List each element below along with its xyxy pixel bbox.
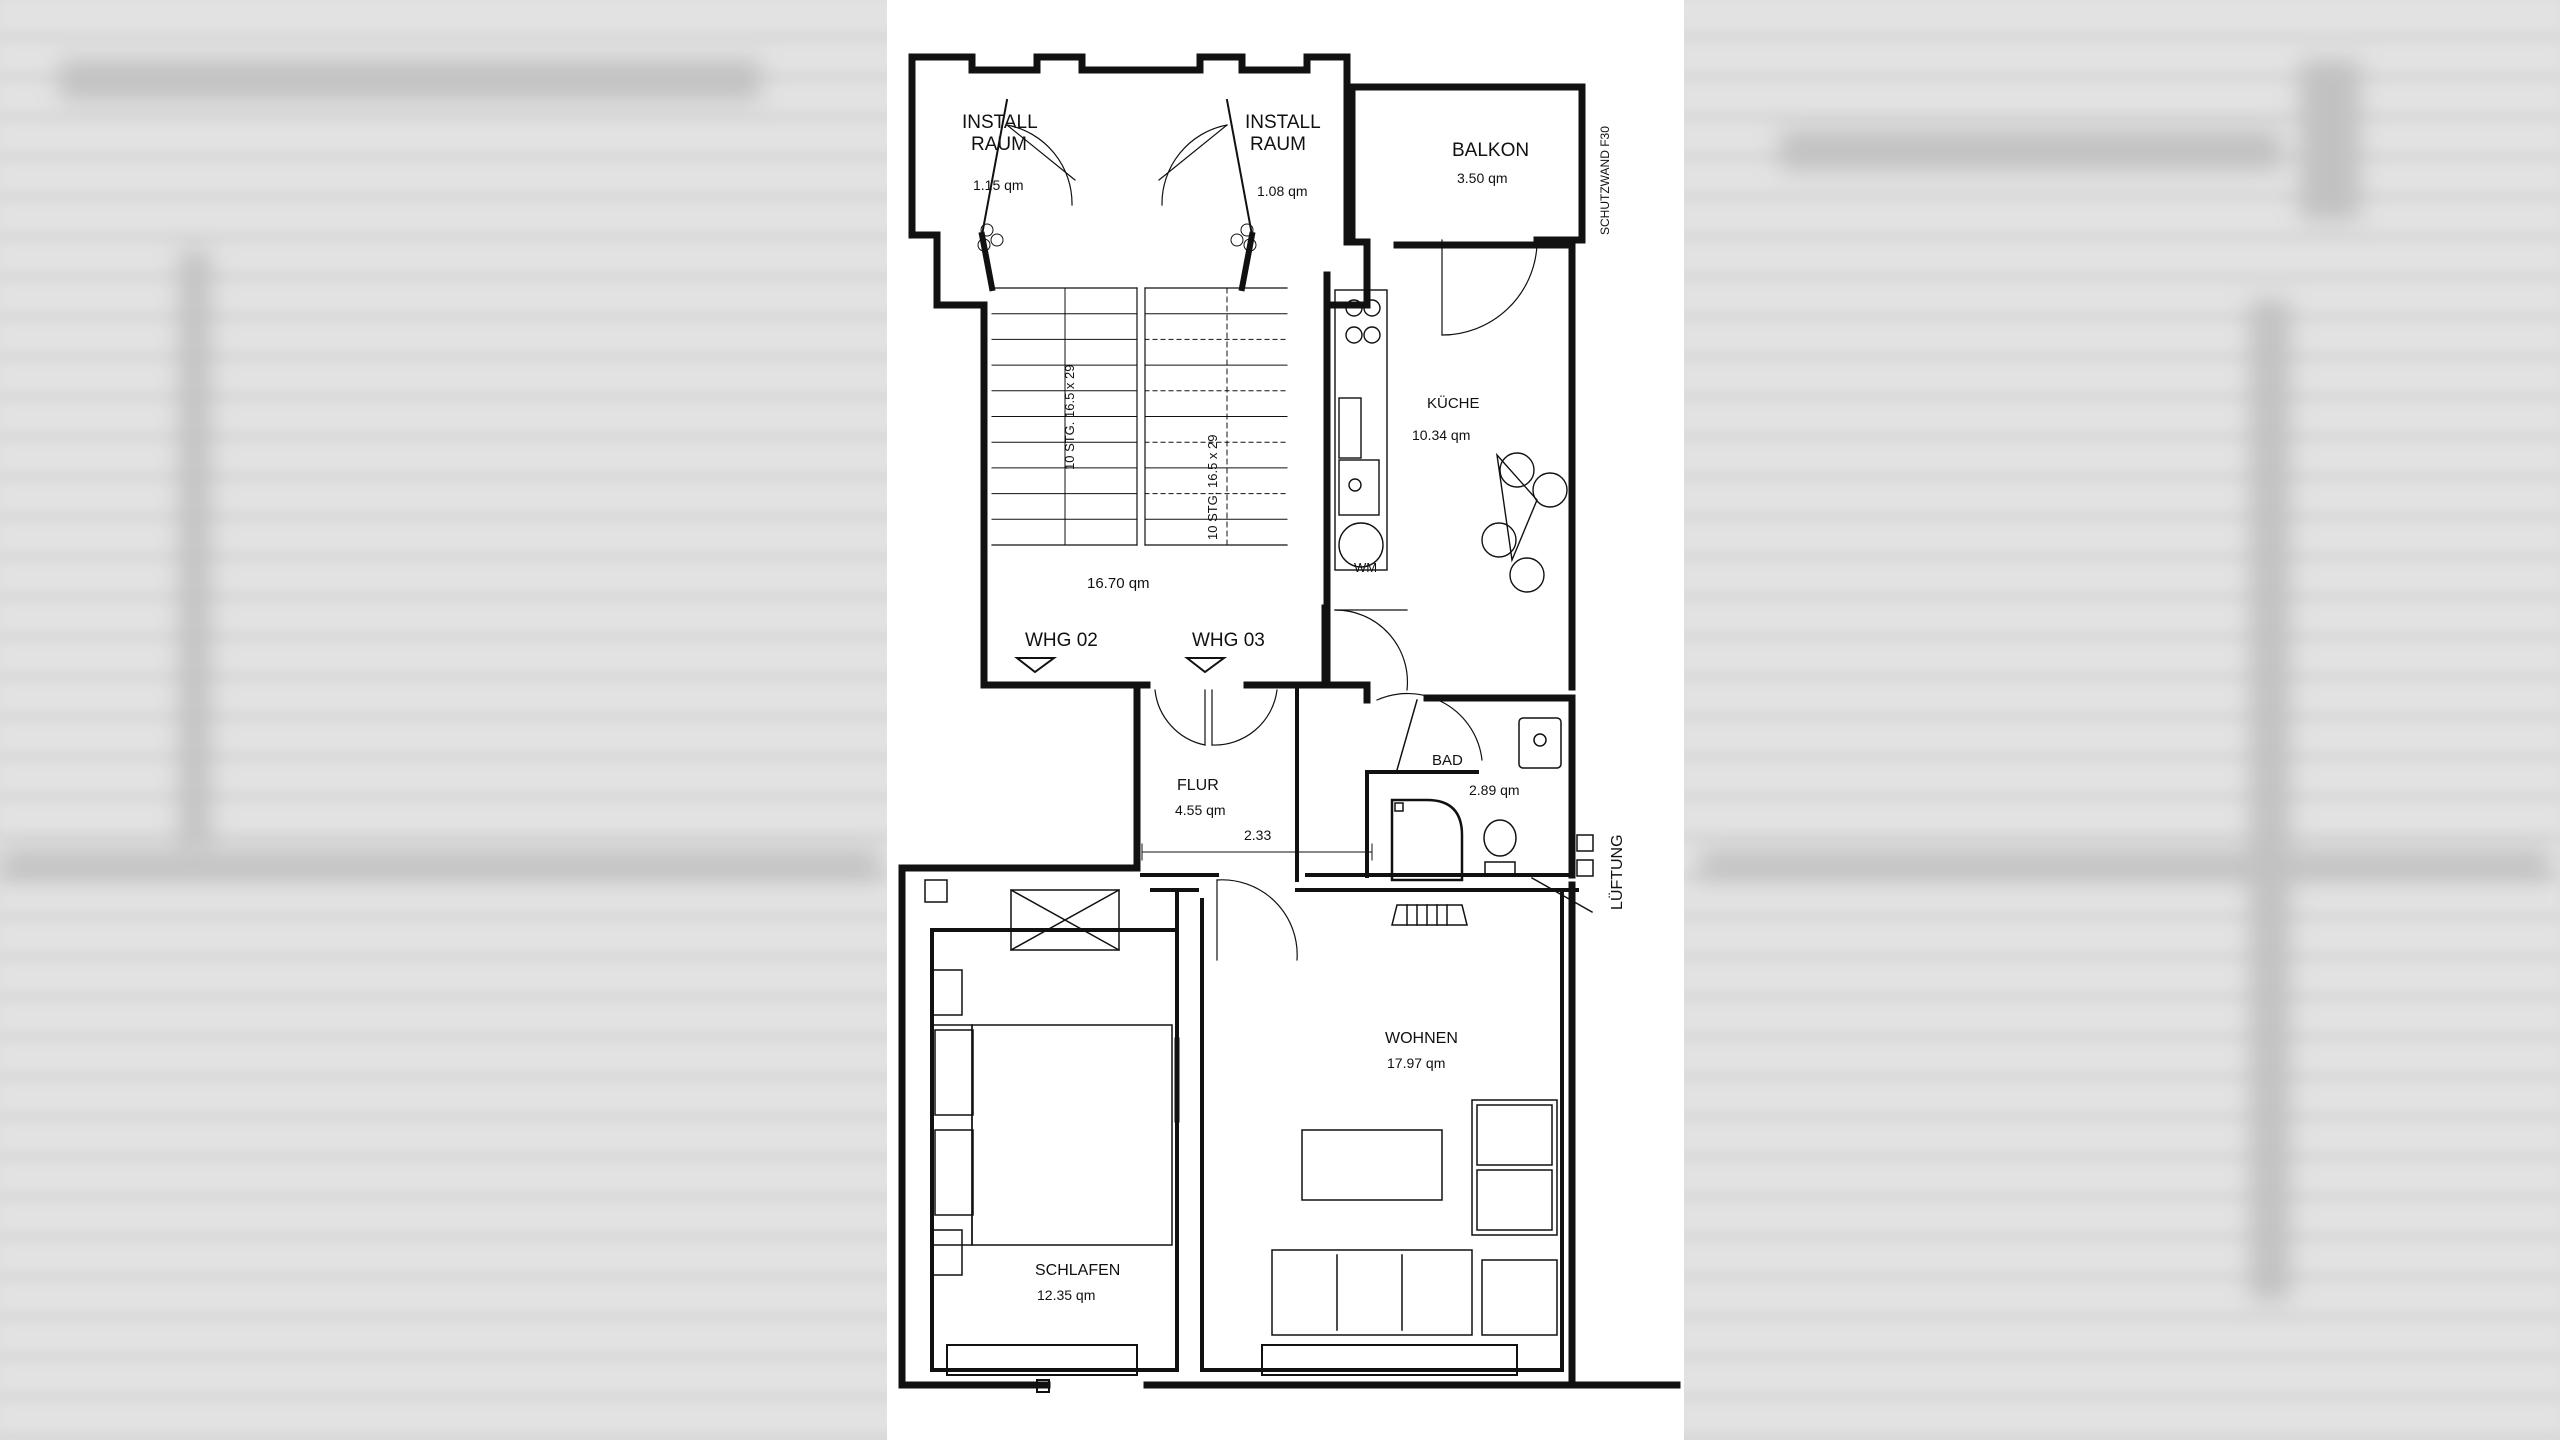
wohnen-area: 17.97 qm (1387, 1055, 1445, 1071)
kitchen-door (1334, 609, 1409, 691)
bad-name: BAD (1432, 752, 1463, 769)
stair-steps (991, 287, 1288, 546)
balcony-door (1441, 239, 1538, 336)
floor-plan: INSTALL RAUM 1.15 qm INSTALL RAUM 1.08 q… (898, 53, 1681, 1393)
flur-doors (1154, 689, 1278, 746)
install-pipes (977, 223, 1257, 252)
interior-walls (930, 683, 1579, 1372)
wohnen-name: WOHNEN (1385, 1030, 1458, 1047)
floor-plan-sheet: INSTALL RAUM 1.15 qm INSTALL RAUM 1.08 q… (887, 0, 1684, 1440)
stair-area: 16.70 qm (1087, 575, 1150, 592)
install-left-name-2: RAUM (971, 134, 1027, 155)
schlafen-name: SCHLAFEN (1035, 1262, 1120, 1279)
flur-dimension: 2.33 (1244, 827, 1271, 843)
install-left-area: 1.15 qm (973, 177, 1024, 193)
install-right-name-2: RAUM (1250, 134, 1306, 155)
kueche-appliance: WM (1354, 560, 1377, 575)
bedroom-furniture (924, 879, 1180, 1276)
install-right-area: 1.08 qm (1257, 183, 1308, 199)
balkon-wall-note: SCHUTZWAND F30 (1598, 126, 1612, 235)
balkon-area: 3.50 qm (1457, 170, 1508, 186)
bad-area: 2.89 qm (1469, 782, 1520, 798)
bath-fixtures (1376, 692, 1594, 914)
bad-vent: LÜFTUNG (1608, 834, 1626, 910)
flur-dimension-line (1141, 843, 1373, 861)
kueche-area: 10.34 qm (1412, 427, 1470, 443)
schlafen-area: 12.35 qm (1037, 1287, 1095, 1303)
living-furniture (1271, 904, 1558, 1336)
balkon-name: BALKON (1452, 140, 1529, 161)
whg03-label: WHG 03 (1192, 630, 1265, 651)
flur-area: 4.55 qm (1175, 802, 1226, 818)
room-labels: INSTALL RAUM 1.15 qm INSTALL RAUM 1.08 q… (962, 112, 1626, 1303)
bottom-windows (946, 1344, 1518, 1393)
whg02-label: WHG 02 (1025, 630, 1098, 651)
install-doors (978, 98, 1256, 292)
whg-arrows (1014, 657, 1228, 674)
kitchen-table (1481, 452, 1568, 593)
install-right-name-1: INSTALL (1245, 112, 1321, 133)
flur-name: FLUR (1177, 777, 1219, 794)
kueche-name: KÜCHE (1427, 394, 1480, 412)
stair-flight-right: 10 STG. 16.5 x 29 (1205, 434, 1220, 540)
stair-flight-left: 10 STG. 16.5 x 29 (1062, 364, 1077, 470)
wohnen-door (1216, 879, 1298, 961)
install-left-name-1: INSTALL (962, 112, 1038, 133)
kitchen-counter (1334, 289, 1388, 571)
